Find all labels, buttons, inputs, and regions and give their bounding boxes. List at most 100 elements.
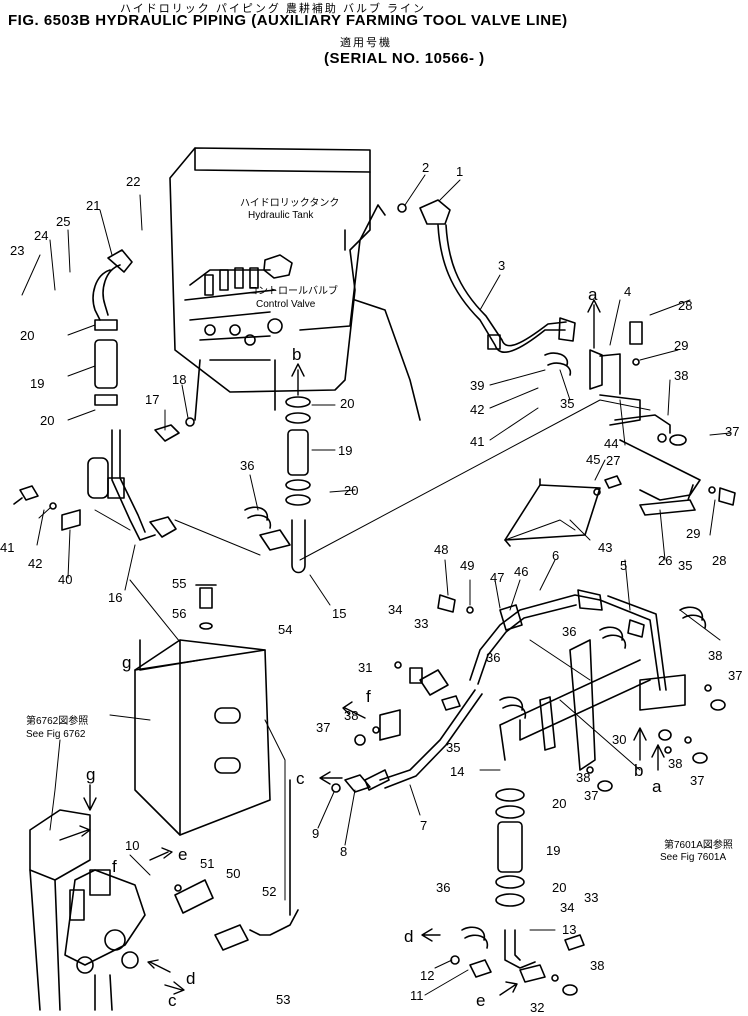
- callout-16: 16: [108, 590, 122, 605]
- callout-35-mid: 35: [446, 740, 460, 755]
- callout-56: 56: [172, 606, 186, 621]
- match-mark-arrows: [59, 299, 665, 996]
- left-piping: [13, 249, 195, 541]
- upper-right-piping: [397, 199, 701, 501]
- callout-37-a: 37: [584, 788, 598, 803]
- callout-44: 44: [604, 436, 618, 451]
- letter-g-valve: g: [86, 765, 95, 784]
- letter-b-top: b: [292, 345, 301, 364]
- callout-33-upper: 33: [414, 616, 428, 631]
- letter-c-bottom: c: [168, 991, 177, 1010]
- callout-52: 52: [262, 884, 276, 899]
- callout-36-lower: 36: [436, 880, 450, 895]
- letter-d-left: d: [186, 969, 195, 988]
- control-valve-jp-label: コントロールバルブ: [248, 284, 338, 297]
- valve-cover: [134, 584, 271, 836]
- callout-28-top: 28: [678, 298, 692, 313]
- callout-42-left: 42: [28, 556, 42, 571]
- control-valve-label: Control Valve: [256, 299, 316, 310]
- callout-20-e: 20: [552, 796, 566, 811]
- applicable-serial-jp: 適用号機: [340, 37, 392, 49]
- callout-38-mid: 38: [668, 756, 682, 771]
- callout-36-right: 36: [562, 624, 576, 639]
- callout-35-top: 35: [560, 396, 574, 411]
- lower-right-piping: [450, 684, 726, 996]
- callout-37-right: 37: [728, 668, 742, 683]
- callout-28-right: 28: [712, 553, 726, 568]
- hydraulic-tank-jp-label: ハイドロリックタンク: [240, 197, 339, 209]
- callout-19-center: 19: [338, 443, 352, 458]
- callout-34-upper: 34: [388, 602, 402, 617]
- letter-f-mid: f: [366, 687, 371, 706]
- callout-18: 18: [172, 372, 186, 387]
- callout-29-right: 29: [686, 526, 700, 541]
- callout-41-left: 41: [0, 540, 14, 555]
- callout-15: 15: [332, 606, 346, 621]
- letter-a-bottom: a: [652, 777, 662, 796]
- callout-31: 31: [358, 660, 372, 675]
- callout-50: 50: [226, 866, 240, 881]
- see-fig-6762-jp: 第6762図参照: [26, 714, 88, 727]
- callout-26: 26: [658, 553, 672, 568]
- callout-20-a: 20: [20, 328, 34, 343]
- callout-37-top: 37: [725, 424, 739, 439]
- callout-9: 9: [312, 826, 319, 841]
- callout-42-right: 42: [470, 402, 484, 417]
- japanese-title: ハイドロリック パイピング 農耕補助 バルブ ライン: [120, 3, 427, 15]
- see-fig-7601a-jp: 第7601A図参照: [664, 838, 733, 851]
- callout-22: 22: [126, 174, 140, 189]
- letter-a-top: a: [588, 285, 598, 304]
- leader-lines: [21, 174, 731, 996]
- figure-header: ハイドロリック パイピング 農耕補助 バルブ ライン FIG. 6503B HY…: [0, 0, 748, 80]
- callout-46: 46: [514, 564, 528, 579]
- callout-20-d: 20: [344, 483, 358, 498]
- guide-lines: [94, 399, 721, 901]
- callout-30: 30: [612, 732, 626, 747]
- callout-51: 51: [200, 856, 214, 871]
- callout-27: 27: [606, 453, 620, 468]
- callout-33-lower: 33: [584, 890, 598, 905]
- callout-34-lower: 34: [560, 900, 574, 915]
- callout-54: 54: [278, 622, 292, 637]
- callout-36-center: 36: [240, 458, 254, 473]
- callout-38-top: 38: [674, 368, 688, 383]
- callout-38-a: 38: [576, 770, 590, 785]
- callout-38-lower: 38: [590, 958, 604, 973]
- serial-number: (SERIAL NO. 10566- ): [324, 50, 485, 67]
- callout-53: 53: [276, 992, 290, 1007]
- callout-38-right: 38: [708, 648, 722, 663]
- letter-e-bottom: e: [476, 991, 485, 1010]
- match-mark-letters: a a b b c c d d e e f f g g: [86, 285, 662, 1010]
- callout-40: 40: [58, 572, 72, 587]
- callout-37-mid: 37: [690, 773, 704, 788]
- callout-55: 55: [172, 576, 186, 591]
- callout-19-left: 19: [30, 376, 44, 391]
- callout-41-right: 41: [470, 434, 484, 449]
- letter-f-left: f: [112, 857, 117, 876]
- reference-labels: ハイドロリックタンク Hydraulic Tank コントロールバルブ Cont…: [26, 197, 733, 863]
- callout-14: 14: [450, 764, 464, 779]
- callout-21: 21: [86, 198, 100, 213]
- callout-20-c: 20: [340, 396, 354, 411]
- callout-45: 45: [586, 452, 600, 467]
- callout-20-f: 20: [552, 880, 566, 895]
- callout-37-left: 37: [316, 720, 330, 735]
- callout-11: 11: [410, 988, 424, 1003]
- hydraulic-tank-drawing: [169, 147, 421, 421]
- callout-1: 1: [456, 164, 463, 179]
- callout-13: 13: [562, 922, 576, 937]
- callout-3: 3: [498, 258, 505, 273]
- see-fig-7601a: See Fig 7601A: [660, 852, 726, 863]
- callout-numbers: 1 2 3 4 5 6 7 8 9 10 11 12 13 14 15 16 1…: [0, 160, 742, 1015]
- callout-49: 49: [460, 558, 474, 573]
- callout-25: 25: [56, 214, 70, 229]
- callout-35-right: 35: [678, 558, 692, 573]
- callout-39: 39: [470, 378, 484, 393]
- hydraulic-tank-label: Hydraulic Tank: [248, 210, 314, 221]
- callout-23: 23: [10, 243, 24, 258]
- figure-title: FIG. 6503B HYDRAULIC PIPING (AUXILIARY F…: [8, 12, 568, 29]
- callout-8: 8: [340, 844, 347, 859]
- callout-24: 24: [34, 228, 48, 243]
- callout-47: 47: [490, 570, 504, 585]
